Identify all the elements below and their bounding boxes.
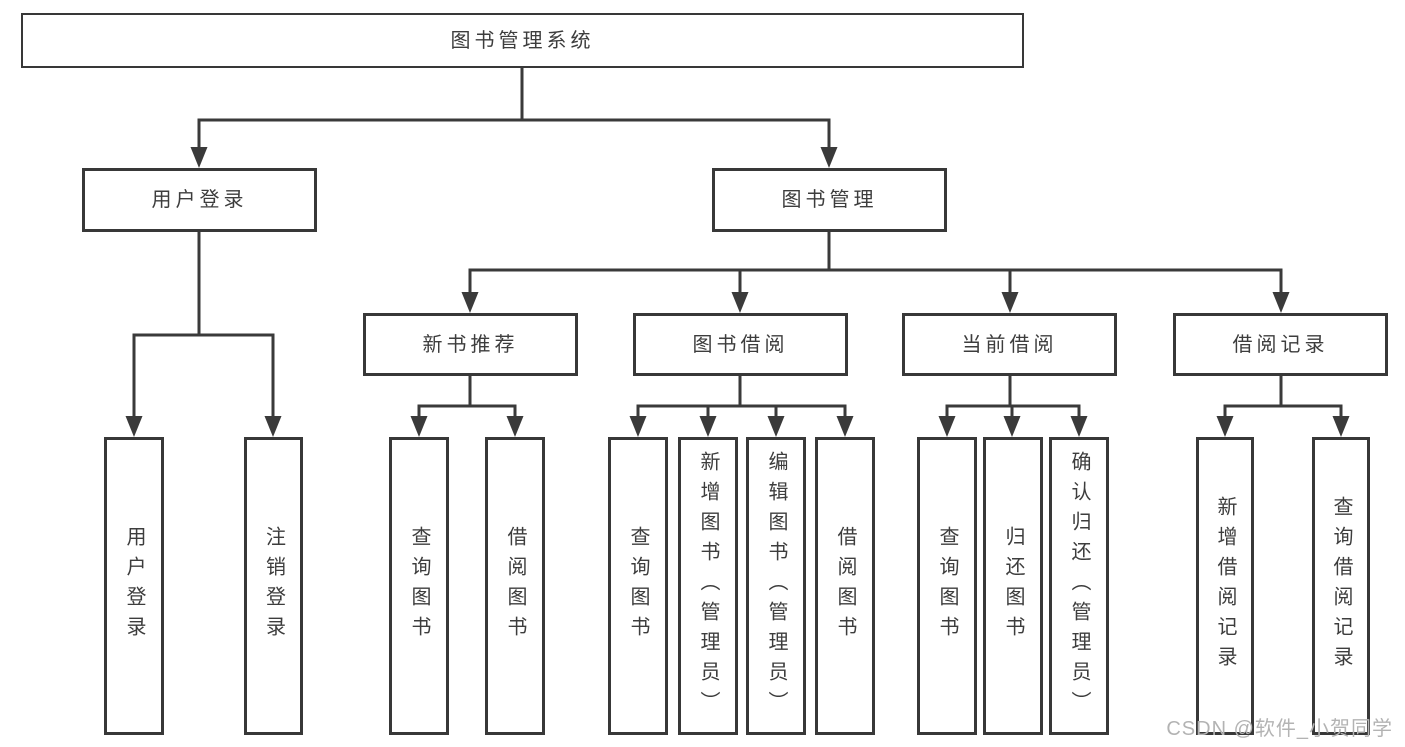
node-user-login-module: 用户登录 bbox=[82, 168, 317, 232]
arrowhead-icon bbox=[125, 416, 143, 437]
node-current-borrowing: 当前借阅 bbox=[902, 313, 1117, 376]
arrowhead-icon bbox=[264, 416, 282, 437]
arrowhead-icon bbox=[1070, 416, 1088, 437]
leaf-query-books-borrow: 查询图书 bbox=[608, 437, 668, 735]
arrowhead-icon bbox=[767, 416, 785, 437]
leaf-query-borrow-record: 查询借阅记录 bbox=[1312, 437, 1370, 735]
arrowhead-icon bbox=[410, 416, 428, 437]
arrowhead-icon bbox=[820, 147, 838, 168]
arrowhead-icon bbox=[1003, 416, 1021, 437]
arrowhead-icon bbox=[506, 416, 524, 437]
node-book-borrowing: 图书借阅 bbox=[633, 313, 848, 376]
node-new-book-recommendation: 新书推荐 bbox=[363, 313, 578, 376]
leaf-add-borrow-record: 新增借阅记录 bbox=[1196, 437, 1254, 735]
arrowhead-icon bbox=[938, 416, 956, 437]
csdn-watermark: CSDN @软件_小贺同学 bbox=[1166, 718, 1393, 740]
leaf-query-books-recommend: 查询图书 bbox=[389, 437, 449, 735]
arrowhead-icon bbox=[629, 416, 647, 437]
arrowheads bbox=[125, 147, 1350, 437]
leaf-return-books: 归还图书 bbox=[983, 437, 1043, 735]
node-book-management-module: 图书管理 bbox=[712, 168, 947, 232]
arrowhead-icon bbox=[461, 292, 479, 313]
arrowhead-icon bbox=[1272, 292, 1290, 313]
leaf-edit-books-admin: 编辑图书（管理员） bbox=[746, 437, 806, 735]
leaf-confirm-return-admin: 确认归还（管理员） bbox=[1049, 437, 1109, 735]
arrowhead-icon bbox=[699, 416, 717, 437]
leaf-logout: 注销登录 bbox=[244, 437, 303, 735]
arrowhead-icon bbox=[1216, 416, 1234, 437]
arrowhead-icon bbox=[731, 292, 749, 313]
connector-path bbox=[132, 68, 1343, 419]
arrowhead-icon bbox=[190, 147, 208, 168]
leaf-borrow-books-recommend: 借阅图书 bbox=[485, 437, 545, 735]
node-borrowing-records: 借阅记录 bbox=[1173, 313, 1388, 376]
arrowhead-icon bbox=[1332, 416, 1350, 437]
node-library-system: 图书管理系统 bbox=[21, 13, 1024, 68]
arrowhead-icon bbox=[1001, 292, 1019, 313]
leaf-user-login: 用户登录 bbox=[104, 437, 164, 735]
leaf-query-books-current: 查询图书 bbox=[917, 437, 977, 735]
leaf-borrow-books: 借阅图书 bbox=[815, 437, 875, 735]
leaf-add-books-admin: 新增图书（管理员） bbox=[678, 437, 738, 735]
arrowhead-icon bbox=[836, 416, 854, 437]
